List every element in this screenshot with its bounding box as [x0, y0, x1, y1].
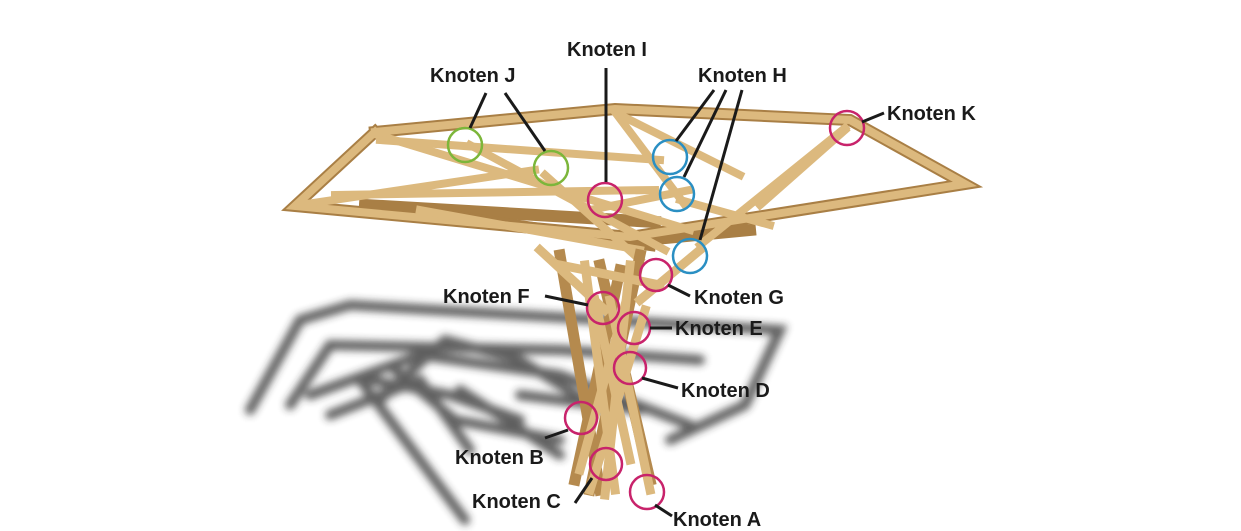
node-f-marker [585, 290, 621, 326]
label-knoten-k: Knoten K [887, 103, 976, 125]
timber-frame-top [285, 104, 978, 266]
label-knoten-c: Knoten C [472, 491, 561, 513]
label-knoten-h: Knoten H [698, 65, 787, 87]
node-a-marker [628, 473, 666, 511]
leader-a [654, 503, 673, 518]
node-d-marker [612, 350, 648, 386]
timber-frame [281, 102, 984, 500]
node-h-marker-2 [658, 175, 696, 213]
label-knoten-d: Knoten D [681, 380, 770, 402]
node-h-marker-1 [651, 138, 689, 176]
label-knoten-e: Knoten E [675, 318, 763, 340]
node-i-marker [586, 181, 624, 219]
leader-h-1 [674, 89, 716, 142]
node-j-marker-2 [532, 149, 570, 187]
label-knoten-f: Knoten F [443, 286, 530, 308]
leader-c [573, 477, 594, 504]
label-knoten-i: Knoten I [567, 39, 647, 61]
leader-h-3 [698, 89, 744, 241]
node-j-marker-1 [446, 126, 484, 164]
node-labels: Knoten J Knoten I Knoten H Knoten K Knot… [430, 39, 976, 531]
leader-g [667, 283, 691, 298]
trunk-members-front [533, 243, 707, 500]
node-b-marker [563, 400, 599, 436]
node-c-marker [588, 446, 624, 482]
leader-h-2 [682, 89, 728, 178]
leader-f [544, 294, 589, 307]
leader-d [641, 376, 679, 390]
leader-b [544, 428, 569, 440]
label-knoten-j: Knoten J [430, 65, 516, 87]
leader-j-1 [468, 92, 488, 129]
label-knoten-b: Knoten B [455, 447, 544, 469]
node-k-marker [828, 109, 866, 147]
leader-k [861, 111, 885, 124]
leader-lines [468, 68, 885, 518]
node-h-marker-3 [671, 237, 709, 275]
label-knoten-a: Knoten A [673, 509, 761, 531]
leader-j-2 [503, 92, 547, 152]
label-knoten-g: Knoten G [694, 287, 784, 309]
node-g-marker [638, 257, 674, 293]
